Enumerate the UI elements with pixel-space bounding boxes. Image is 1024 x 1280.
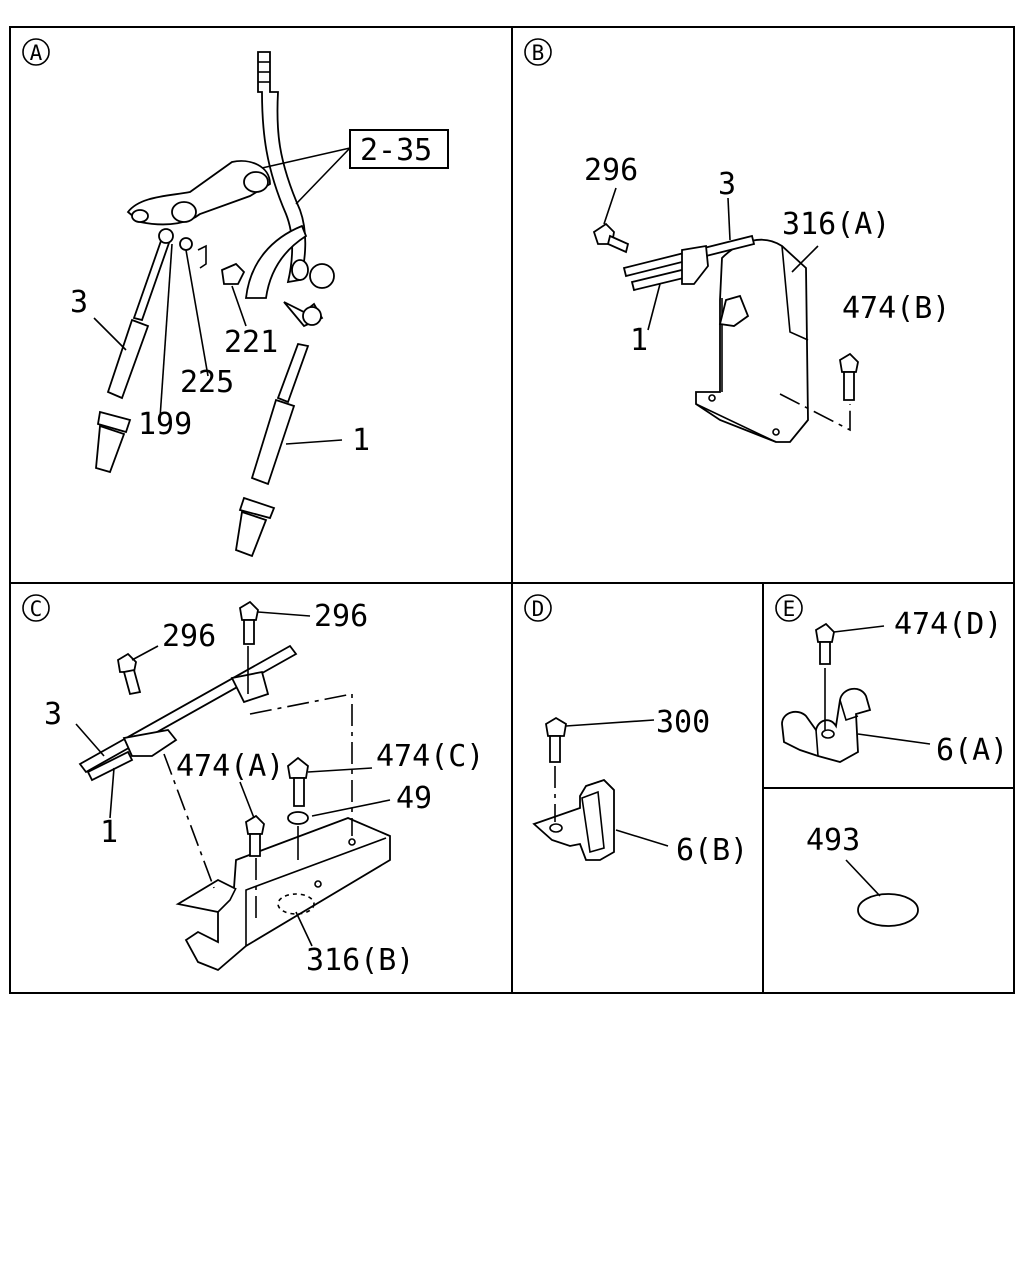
panel-a-labels: 2-35 3 199 225 221 1 [70,129,449,458]
label-3: 3 [718,167,736,202]
lever-arm [126,160,271,226]
panel-a: A [22,38,449,558]
nut-221 [221,262,246,285]
label-474b: 474(B) [842,291,950,326]
panel-c: C [22,594,484,978]
ref-box [349,129,449,169]
label-221: 221 [224,325,278,360]
label-3: 3 [44,697,62,732]
bolt-300 [545,716,567,763]
label-2-35: 2-35 [360,133,432,168]
panel-d-letter: D [532,597,545,621]
panel-a-leaders [93,147,351,445]
bolt-474b [839,352,859,401]
panel-c-marker: C [22,594,50,622]
cable-3 [95,228,174,474]
clip-225 [197,244,207,269]
panel-f: 493 [806,823,919,927]
bracket-316a [695,238,809,443]
label-493: 493 [806,823,860,858]
clip-6b [532,778,615,861]
panel-b-letter: B [532,41,545,65]
panel-b: B [524,38,950,443]
bolt-474c [287,756,309,807]
label-474c: 474(C) [376,739,484,774]
clip-6a [781,687,872,763]
label-316a: 316(A) [782,207,890,242]
panel-a-letter: A [30,41,43,65]
panel-c-leaders [75,611,391,947]
cables-c [78,644,298,782]
label-1: 1 [352,423,370,458]
label-296: 296 [584,153,638,188]
panel-d-leaders [554,719,669,847]
bolt-296-left [117,652,142,696]
label-3: 3 [70,285,88,320]
label-6a: 6(A) [936,733,1008,768]
panel-c-letter: C [30,597,43,621]
diagram-frame [9,26,1015,994]
label-6b: 6(B) [676,833,748,868]
panel-d-labels: 300 6(B) [656,705,748,868]
bolt-474d [815,622,835,665]
select-bracket [244,224,335,328]
bolt-296-top [239,600,259,645]
panel-b-leaders [603,187,851,432]
bolt-296-b [592,222,630,254]
panel-b-labels: 296 3 316(A) 474(B) 1 [584,153,950,358]
label-49: 49 [396,781,432,816]
panel-c-labels: 296 296 3 1 474(A) 474(C) 49 316(B) [44,599,484,978]
label-474a: 474(A) [176,749,284,784]
panel-e-letter: E [783,597,796,621]
panel-a-marker: A [22,38,50,66]
panel-e-leaders [824,625,931,745]
label-296-left: 296 [162,619,216,654]
washer-49 [287,811,309,825]
part-493 [857,893,919,927]
panel-d-marker: D [524,594,552,622]
label-225: 225 [180,365,234,400]
label-1: 1 [100,815,118,850]
label-199: 199 [138,407,192,442]
small-parts [179,237,246,285]
bracket-316b [175,817,391,972]
label-296-top: 296 [314,599,368,634]
label-316b: 316(B) [306,943,414,978]
cable-1 [234,306,322,558]
washer-199 [179,237,193,251]
panel-b-marker: B [524,38,552,66]
panel-e-marker: E [775,594,803,622]
panel-e-labels: 474(D) 6(A) [894,607,1008,768]
panel-e: E 474(D) 6(A) [775,594,1008,768]
panel-d: D 300 6(B) [524,594,748,868]
label-474d: 474(D) [894,607,1002,642]
label-1: 1 [630,323,648,358]
label-300: 300 [656,705,710,740]
cables-b [622,234,756,292]
